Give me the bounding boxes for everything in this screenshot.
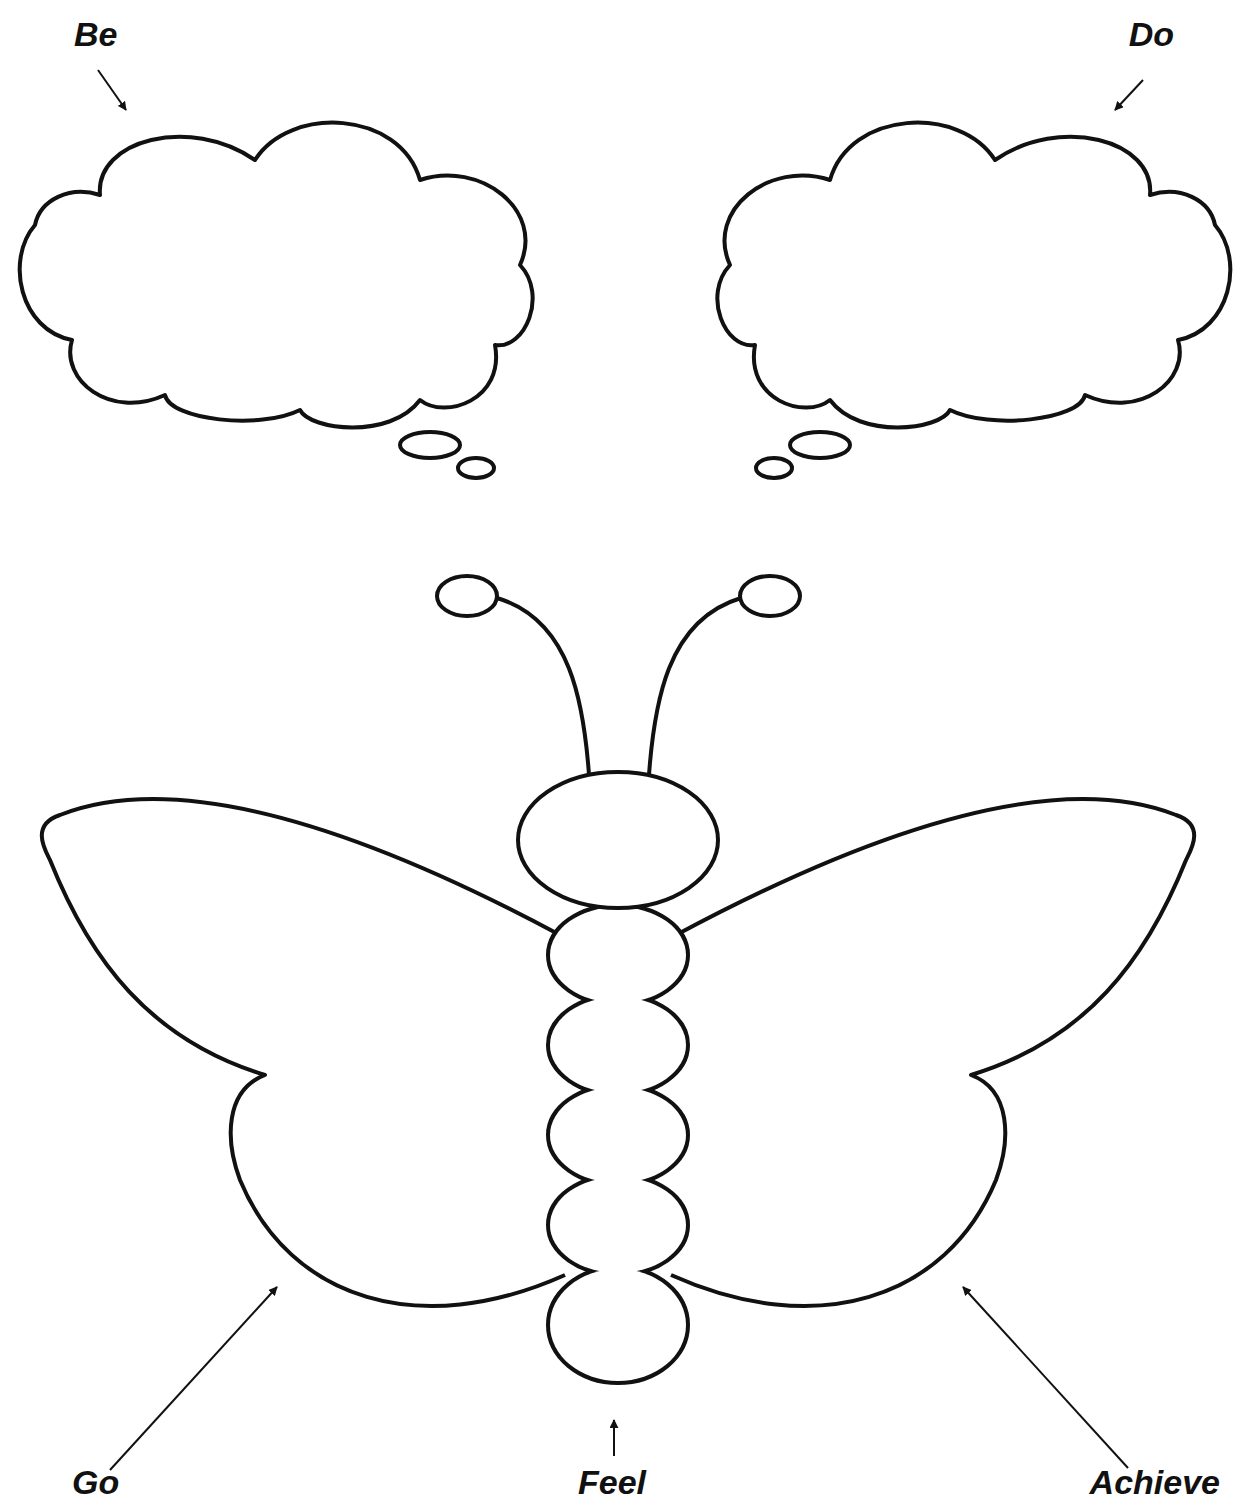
thought-cloud <box>717 123 1230 478</box>
label-holder: Feel <box>578 1462 646 1502</box>
label: Be <box>74 14 117 54</box>
label: Go <box>72 1462 119 1502</box>
label-holder: Do <box>1129 14 1174 54</box>
thought-cloud <box>20 123 533 478</box>
body-outline <box>550 907 686 1381</box>
label: Achieve <box>1090 1462 1220 1502</box>
antenna <box>437 576 800 790</box>
body <box>550 907 686 1381</box>
leader-arrow <box>98 70 1143 1470</box>
label-holder: Achieve <box>1090 1462 1220 1502</box>
head <box>518 772 718 908</box>
label: Do <box>1129 14 1174 54</box>
label: Feel <box>578 1462 646 1502</box>
label-holder: Be <box>74 14 117 54</box>
label-holder: Go <box>72 1462 119 1502</box>
